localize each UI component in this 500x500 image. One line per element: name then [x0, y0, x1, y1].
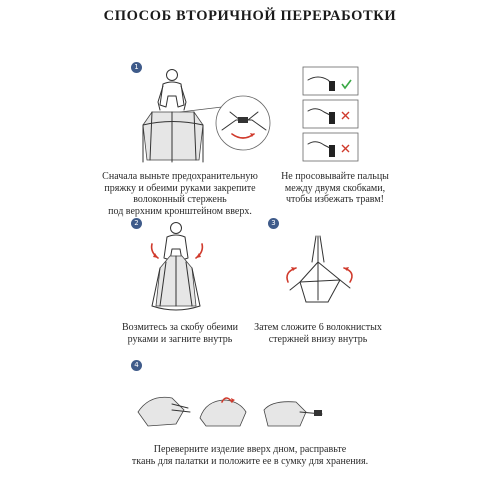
person-head-icon	[170, 222, 182, 234]
step-1-badge: 1	[131, 62, 142, 73]
cross-icon	[341, 144, 350, 153]
step-4-caption: Переверните изделие вверх дном, расправь…	[131, 444, 369, 467]
step-3-caption: Затем сложите 6 волокнистых стержней вни…	[254, 322, 382, 345]
step-3-badge: 3	[268, 218, 279, 229]
step-2-badge: 2	[131, 218, 142, 229]
step-4-badge: 4	[131, 360, 142, 371]
check-icon	[341, 79, 352, 90]
page-title: СПОСОБ ВТОРИЧНОЙ ПЕРЕРАБОТКИ	[103, 8, 397, 24]
person-head-icon	[166, 69, 178, 81]
step-2-caption: Возмитесь за скобу обеими руками и загни…	[121, 322, 239, 345]
cross-icon	[341, 111, 350, 120]
step-1-caption: Сначала выньте предохранительную пряжку …	[102, 171, 258, 217]
warning-caption: Не просовывайте пальцы между двумя скобк…	[281, 171, 389, 205]
